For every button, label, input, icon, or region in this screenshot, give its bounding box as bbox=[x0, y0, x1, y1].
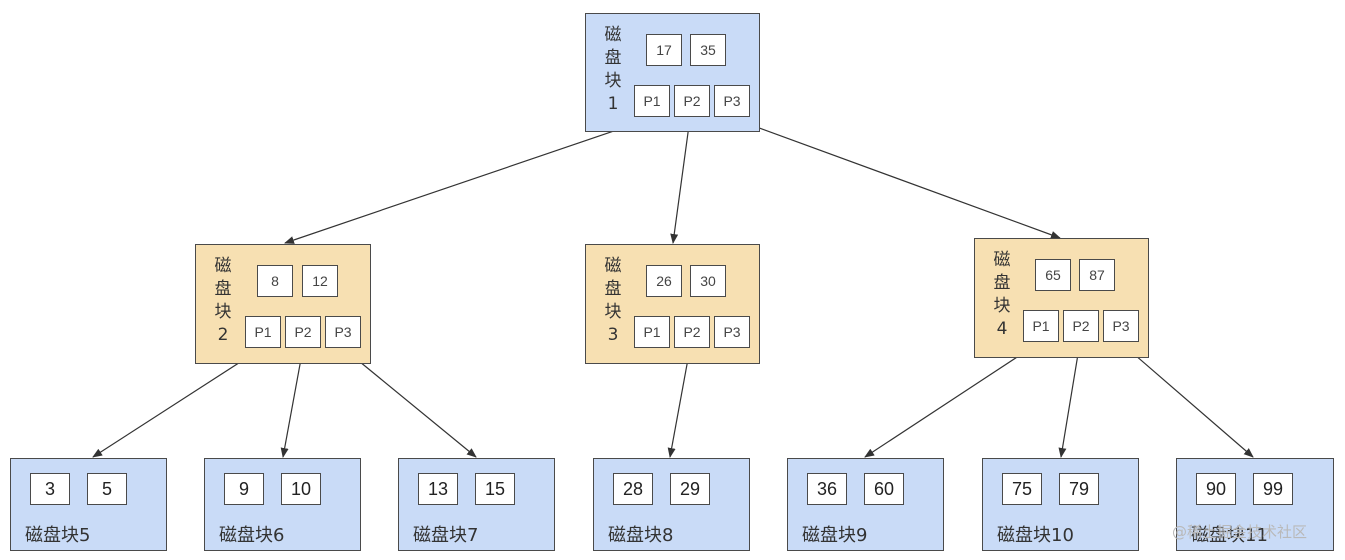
key-cell: 90 bbox=[1196, 473, 1236, 505]
key-cell: 15 bbox=[475, 473, 515, 505]
edge-block2-p1-to-block5 bbox=[92, 347, 263, 458]
disk-block-9: 36 60 磁盘块9 bbox=[787, 458, 944, 551]
block-label: 磁盘块5 bbox=[25, 525, 91, 546]
watermark: @稀土掘金技术社区 bbox=[1172, 523, 1308, 541]
block-label: 磁盘块11 bbox=[1191, 525, 1268, 546]
key-cell: 87 bbox=[1079, 259, 1115, 291]
disk-block-4: 磁 盘 块 4 65 87 P1 P2 P3 bbox=[974, 238, 1149, 358]
disk-block-1: 磁 盘 块 1 17 35 P1 P2 P3 bbox=[585, 13, 760, 132]
disk-block-6: 9 10 磁盘块6 bbox=[204, 458, 361, 551]
key-cell: 13 bbox=[418, 473, 458, 505]
key-cell: 30 bbox=[690, 265, 726, 297]
key-cell: 12 bbox=[302, 265, 338, 297]
block-label: 磁 盘 块 3 bbox=[604, 256, 622, 345]
block-label: 磁 盘 块 1 bbox=[604, 25, 622, 114]
pointer-cell: P2 bbox=[674, 316, 710, 348]
block-label: 磁 盘 块 4 bbox=[993, 250, 1011, 339]
pointer-cell: P1 bbox=[634, 85, 670, 117]
edge-root-p1-to-block2 bbox=[284, 117, 653, 244]
key-cell: 60 bbox=[864, 473, 904, 505]
disk-block-2: 磁 盘 块 2 8 12 P1 P2 P3 bbox=[195, 244, 371, 364]
key-cell: 3 bbox=[30, 473, 70, 505]
key-cell: 99 bbox=[1253, 473, 1293, 505]
pointer-cell: P1 bbox=[1023, 310, 1059, 342]
block-label: 磁盘块7 bbox=[413, 525, 479, 546]
pointer-cell: P3 bbox=[714, 85, 750, 117]
edge-root-p3-to-block4 bbox=[731, 117, 1061, 239]
key-cell: 35 bbox=[690, 34, 726, 66]
edge-root-p2-to-block3 bbox=[670, 117, 691, 244]
block-label: 磁盘块6 bbox=[219, 525, 285, 546]
pointer-cell: P1 bbox=[634, 316, 670, 348]
key-cell: 28 bbox=[613, 473, 653, 505]
pointer-cell: P3 bbox=[714, 316, 750, 348]
key-cell: 26 bbox=[646, 265, 682, 297]
pointer-cell: P3 bbox=[1103, 310, 1139, 342]
edge-block4-p2-to-block10 bbox=[1058, 341, 1081, 458]
disk-block-5: 3 5 磁盘块5 bbox=[10, 458, 167, 551]
disk-block-11: 90 99 磁盘块11 bbox=[1176, 458, 1334, 551]
block-label: 磁盘块9 bbox=[802, 525, 868, 546]
edge-block2-p3-to-block7 bbox=[342, 347, 477, 458]
block-label: 磁 盘 块 2 bbox=[214, 256, 232, 345]
pointer-cell: P3 bbox=[325, 316, 361, 348]
edge-block3-p2-to-block8 bbox=[667, 347, 691, 458]
block-label: 磁盘块8 bbox=[608, 525, 674, 546]
key-cell: 10 bbox=[281, 473, 321, 505]
disk-block-3: 磁 盘 块 3 26 30 P1 P2 P3 bbox=[585, 244, 760, 364]
key-cell: 17 bbox=[646, 34, 682, 66]
pointer-cell: P2 bbox=[674, 85, 710, 117]
pointer-cell: P2 bbox=[1063, 310, 1099, 342]
key-cell: 8 bbox=[257, 265, 293, 297]
edge-block4-p1-to-block9 bbox=[864, 341, 1041, 458]
block-label: 磁盘块10 bbox=[997, 525, 1074, 546]
pointer-cell: P1 bbox=[245, 316, 281, 348]
key-cell: 29 bbox=[670, 473, 710, 505]
key-cell: 79 bbox=[1059, 473, 1099, 505]
key-cell: 36 bbox=[807, 473, 847, 505]
disk-block-8: 28 29 磁盘块8 bbox=[593, 458, 750, 551]
key-cell: 9 bbox=[224, 473, 264, 505]
edge-block2-p2-to-block6 bbox=[280, 347, 304, 458]
disk-block-10: 75 79 磁盘块10 bbox=[982, 458, 1139, 551]
key-cell: 75 bbox=[1002, 473, 1042, 505]
key-cell: 5 bbox=[87, 473, 127, 505]
edge-block4-p3-to-block11 bbox=[1119, 341, 1254, 458]
pointer-cell: P2 bbox=[285, 316, 321, 348]
key-cell: 65 bbox=[1035, 259, 1071, 291]
disk-block-7: 13 15 磁盘块7 bbox=[398, 458, 555, 551]
